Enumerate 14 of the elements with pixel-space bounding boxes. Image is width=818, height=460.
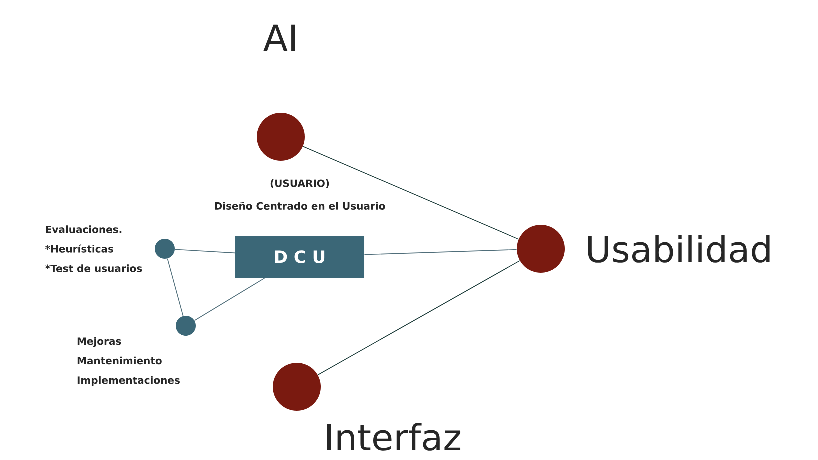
note-text: Evaluaciones. *Heurísticas *Test de usuarios (46, 226, 142, 272)
connector-line (318, 260, 520, 376)
heading-text: Usabilidad (588, 235, 770, 263)
connector-line (364, 249, 518, 256)
caption-text: Diseño Centrado en el Usuario (215, 202, 386, 210)
heading-text: Interfaz (327, 423, 461, 451)
label-box: D C U (236, 236, 364, 278)
connector-line (167, 258, 184, 317)
caption-text: (USUARIO) (270, 180, 330, 188)
heading-text: AI (264, 24, 296, 52)
connector-line (302, 146, 520, 240)
note-text: Mejoras Mantenimiento Implementaciones (78, 337, 180, 386)
connector-line (174, 249, 236, 254)
connector-line (194, 278, 266, 322)
